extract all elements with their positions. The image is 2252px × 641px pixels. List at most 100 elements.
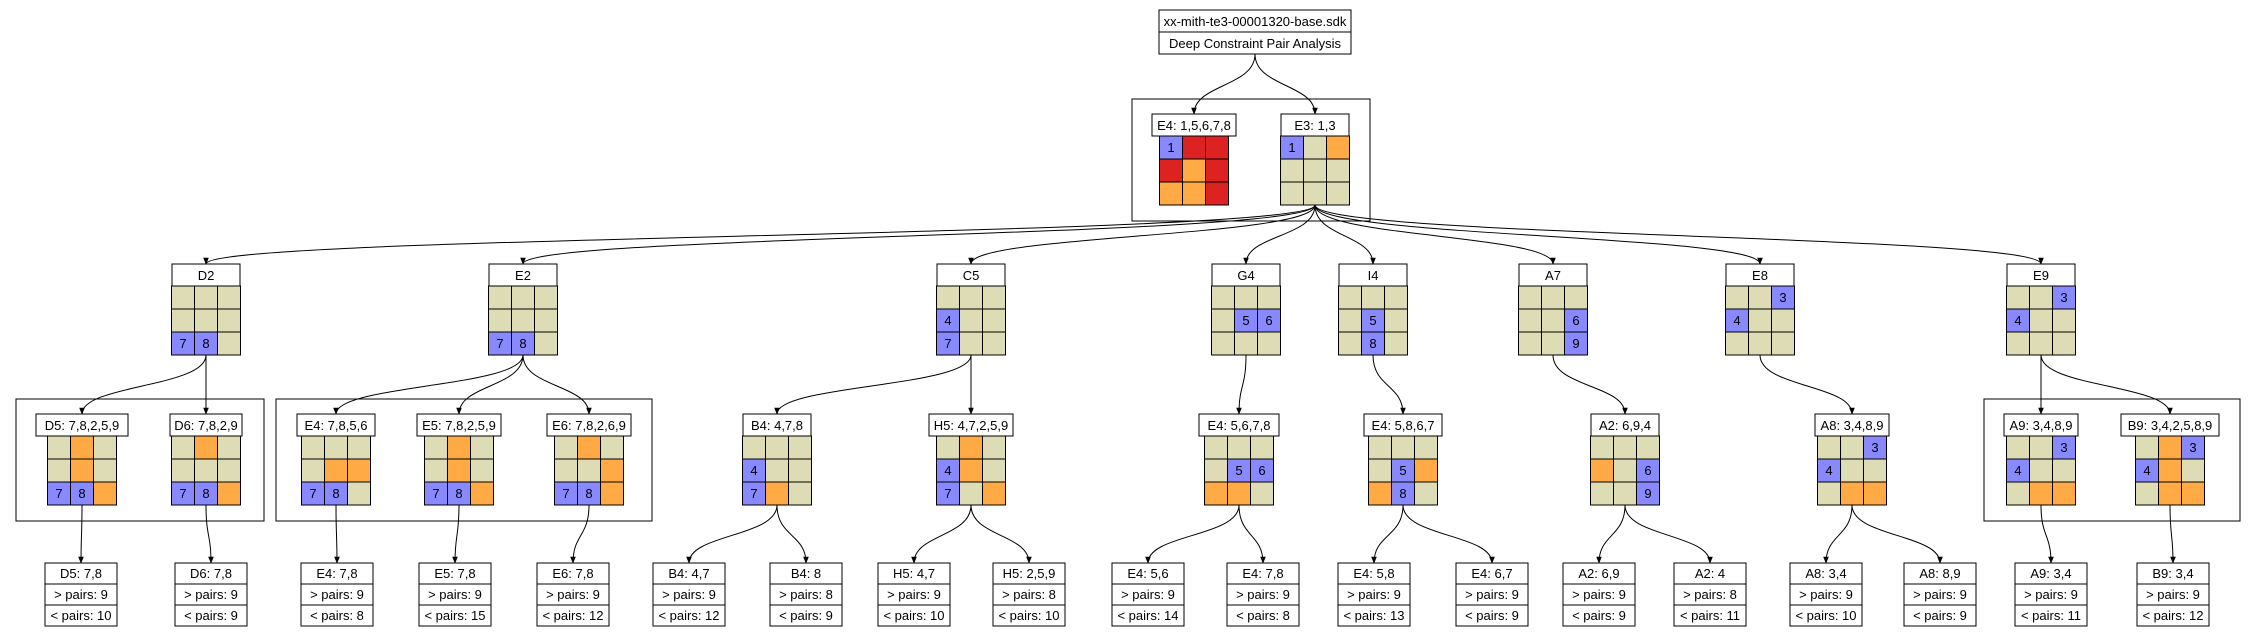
- grid-cell-digit: 8: [1369, 336, 1376, 351]
- grid-cell: [2052, 458, 2076, 483]
- leaf-less-pairs: < pairs: 14: [1117, 608, 1178, 623]
- edge-e4b-to-l10: [1145, 504, 1240, 564]
- grid-cell: [194, 458, 218, 483]
- grid-cell: [70, 458, 94, 483]
- leaf-box: [2014, 562, 2088, 627]
- grid-cell: [1257, 285, 1281, 310]
- grid-cell: [1250, 481, 1274, 506]
- grid-cell: [1863, 458, 1887, 483]
- node-title: D2: [198, 268, 215, 283]
- edge-e8-to-a8: [1759, 354, 1855, 415]
- edge-layer: [78, 53, 2176, 564]
- grid-cell: [1205, 135, 1229, 160]
- header-node: xx-mith-te3-00001320-base.sdk Deep Const…: [1158, 9, 1352, 55]
- grid-cell: [447, 435, 471, 460]
- leaf-less-pairs: < pairs: 8: [1236, 608, 1290, 623]
- edge-e2-to-e6a: [522, 354, 592, 415]
- leaf-title: A2: 6,9: [1578, 566, 1619, 581]
- leaf-title: A9: 3,4: [2030, 566, 2071, 581]
- leaf-l4: E5: 7,8> pairs: 9< pairs: 15: [418, 562, 492, 627]
- edge-h5-to-l8: [911, 504, 972, 564]
- grid-cell-digit: 4: [2143, 463, 2150, 478]
- grid-cell: [347, 435, 371, 460]
- leaf-greater-pairs: > pairs: 9: [2024, 587, 2078, 602]
- grid-cell: [1211, 285, 1235, 310]
- grid-cell: [93, 435, 117, 460]
- leaf-box: [1562, 562, 1636, 627]
- node-title: B9: 3,4,2,5,8,9: [2128, 418, 2213, 433]
- grid-cell: [1159, 158, 1183, 183]
- grid-cell: [1817, 435, 1841, 460]
- edge-e3top-to-g4: [1243, 204, 1316, 265]
- grid-cell: [600, 481, 624, 506]
- grid-cell: [470, 481, 494, 506]
- grid-cell-digit: 5: [1242, 313, 1249, 328]
- grid-cell-digit: 9: [1644, 486, 1651, 501]
- edge-header-to-e4top: [1191, 53, 1256, 115]
- grid-cell: [1613, 435, 1637, 460]
- leaf-title: A2: 4: [1695, 566, 1725, 581]
- leaf-greater-pairs: > pairs: 9: [428, 587, 482, 602]
- grid-cell: [1590, 458, 1614, 483]
- grid-cell: [194, 308, 218, 333]
- grid-cell-digit: 6: [1572, 313, 1579, 328]
- grid-cell: [2052, 308, 2076, 333]
- leaf-l7: B4: 8> pairs: 8< pairs: 9: [769, 562, 843, 627]
- leaf-l11: E4: 7,8> pairs: 9< pairs: 8: [1226, 562, 1300, 627]
- grid-cell: [959, 458, 983, 483]
- grid-cell: [1384, 285, 1408, 310]
- grid-cell: [600, 458, 624, 483]
- edge-a2-to-l15: [1624, 504, 1713, 564]
- grid-cell: [1338, 285, 1362, 310]
- grid-cell-digit: 8: [585, 486, 592, 501]
- edge-e4c-to-l13: [1402, 504, 1495, 564]
- edge-e3top-to-c5: [968, 204, 1316, 265]
- grid-cell: [1840, 435, 1864, 460]
- grid-cell: [1541, 308, 1565, 333]
- grid-cell: [600, 435, 624, 460]
- grid-cell: [959, 285, 983, 310]
- leaf-less-pairs: < pairs: 12: [658, 608, 719, 623]
- leaf-l16: A8: 3,4> pairs: 9< pairs: 10: [1789, 562, 1863, 627]
- leaf-greater-pairs: > pairs: 9: [887, 587, 941, 602]
- grid-cell: [1748, 331, 1772, 356]
- edge-e5a-to-l4: [452, 504, 460, 564]
- grid-cell-digit: 3: [2060, 440, 2067, 455]
- grid-cell: [2029, 331, 2053, 356]
- leaf-box: [1337, 562, 1411, 627]
- leaf-title: E4: 5,6: [1127, 566, 1168, 581]
- leaf-l1: D5: 7,8> pairs: 9< pairs: 10: [44, 562, 118, 627]
- grid-cell: [171, 308, 195, 333]
- grid-cell: [2158, 458, 2182, 483]
- grid-cell: [301, 458, 325, 483]
- leaf-greater-pairs: > pairs: 9: [1121, 587, 1175, 602]
- leaf-greater-pairs: > pairs: 9: [184, 587, 238, 602]
- grid-cell: [936, 435, 960, 460]
- leaf-box: [536, 562, 610, 627]
- node-title: D5: 7,8,2,5,9: [45, 418, 119, 433]
- edge-e3top-to-e9: [1314, 204, 2044, 265]
- grid-cell-digit: 8: [519, 336, 526, 351]
- grid-cell: [424, 435, 448, 460]
- grid-cell: [1414, 435, 1438, 460]
- grid-cell-digit: 7: [432, 486, 439, 501]
- grid-cell: [171, 458, 195, 483]
- grid-cell: [470, 435, 494, 460]
- leaf-box: [1226, 562, 1300, 627]
- node-title: E5: 7,8,2,5,9: [422, 418, 496, 433]
- grid-cell: [1636, 435, 1660, 460]
- leaf-title: B4: 4,7: [668, 566, 709, 581]
- grid-cell: [788, 481, 812, 506]
- grid-cell-digit: 6: [1644, 463, 1651, 478]
- grid-cell: [1840, 458, 1864, 483]
- edge-h5-to-l9: [970, 504, 1032, 564]
- leaf-greater-pairs: > pairs: 9: [2146, 587, 2200, 602]
- grid-cell-digit: 8: [202, 336, 209, 351]
- edge-d2-to-d5: [79, 354, 207, 415]
- grid-cell: [1391, 435, 1415, 460]
- grid-cell: [324, 435, 348, 460]
- group-e9-children: [1983, 398, 2241, 522]
- grid-cell-digit: 4: [1825, 463, 1832, 478]
- leaf-title: E6: 7,8: [552, 566, 593, 581]
